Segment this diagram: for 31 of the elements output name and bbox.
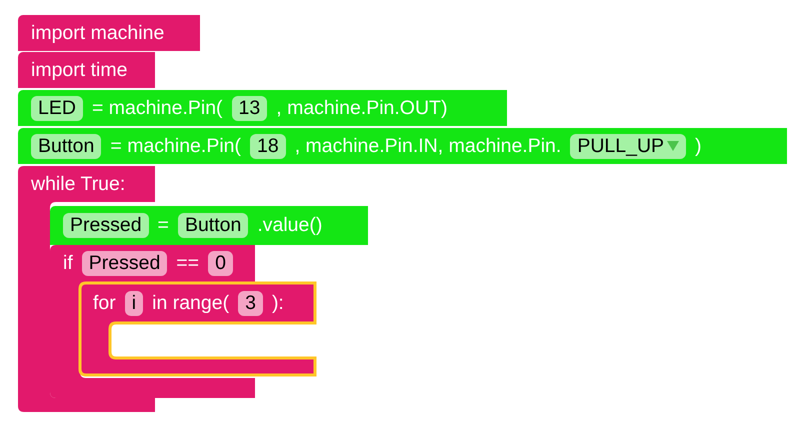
code-block [18, 15, 200, 51]
code-text: import time [31, 58, 128, 82]
code-text: .value() [257, 214, 322, 237]
number-field: 13 [232, 96, 268, 120]
variable-field: Pressed [82, 251, 168, 276]
code-block [18, 90, 507, 126]
code-text: if [63, 252, 73, 275]
code-text: import machine [31, 22, 164, 44]
number-field: 3 [238, 290, 263, 316]
number-field: 18 [250, 134, 286, 158]
code-text: = [158, 214, 169, 237]
loop-block [80, 283, 315, 375]
code-block [18, 52, 155, 88]
variable-field: LED [31, 96, 83, 120]
variable-field: Pressed [63, 213, 149, 238]
code-block [50, 206, 368, 245]
code-text: == [176, 252, 200, 275]
code-block [18, 128, 787, 164]
code-text: = machine.Pin( [92, 96, 223, 120]
code-text: = machine.Pin( [110, 134, 241, 158]
variable-field: Button [178, 213, 248, 238]
code-text: for [93, 292, 116, 314]
code-text: while True: [31, 172, 126, 196]
variable-field: Button [31, 134, 102, 158]
dropdown: PULL_UP [570, 134, 686, 158]
code-text: in range( [152, 292, 230, 314]
code-text: ) [695, 134, 702, 158]
code-text: ): [272, 292, 284, 314]
code-text: , machine.Pin.OUT) [276, 96, 448, 120]
code-text: , machine.Pin.IN, machine.Pin. [294, 134, 562, 158]
number-field: 0 [208, 251, 233, 276]
